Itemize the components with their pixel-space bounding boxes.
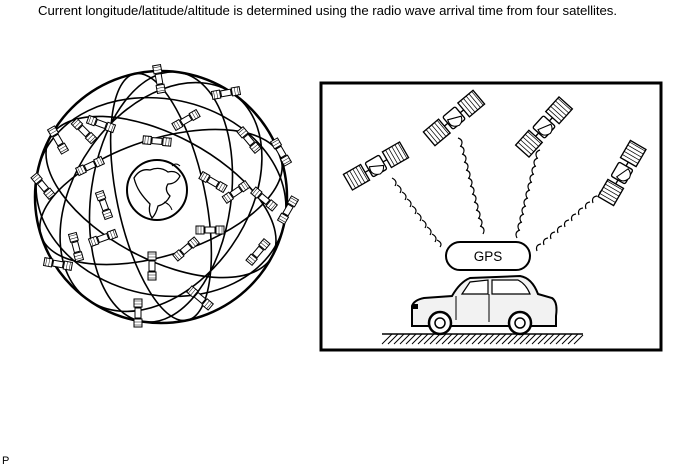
satellite-icon [147, 251, 157, 281]
earth-globe-icon [126, 159, 188, 221]
diagram-caption: Current longitude/latitude/altitude is d… [38, 3, 617, 18]
radio-wave-icon [391, 137, 605, 252]
car-icon [411, 274, 558, 336]
gps-receiver-badge: GPS [445, 241, 531, 271]
gps-label: GPS [474, 249, 503, 264]
satellite-constellation [30, 64, 299, 328]
ground-hatch-icon [381, 333, 584, 345]
satellite-icon [133, 298, 143, 328]
gps-reception-panel: GPS [319, 81, 663, 352]
satellite-icon [195, 225, 225, 235]
figure-code: P [2, 455, 10, 467]
